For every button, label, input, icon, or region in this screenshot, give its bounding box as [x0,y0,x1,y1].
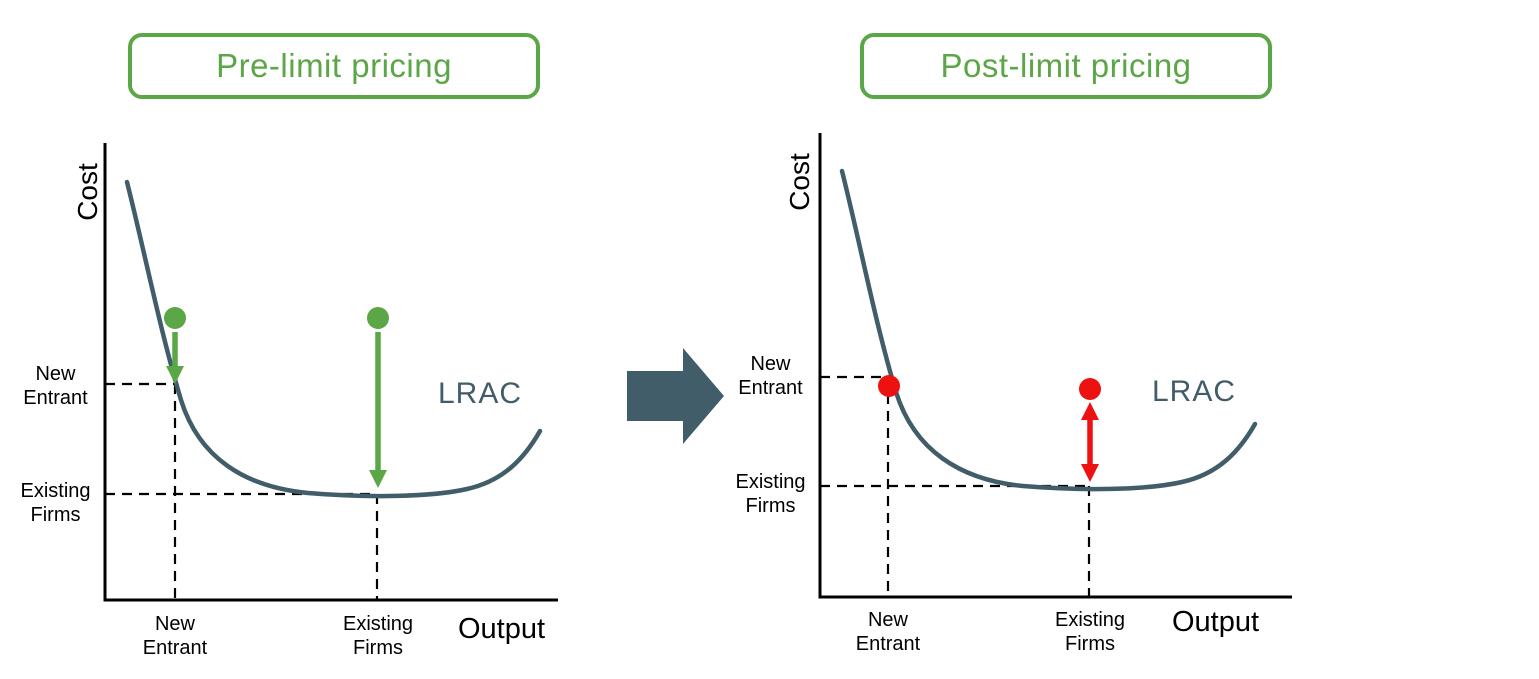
right-x-tick-new-entrant: New Entrant [855,609,921,655]
left-x-tick-new-entrant: New Entrant [142,613,208,659]
right-axes [818,133,1292,599]
transition-arrow-icon [627,348,724,444]
left-title: Pre-limit pricing [216,47,452,84]
right-cost-axis-label: Cost [784,153,815,211]
left-cost-axis-label: Cost [72,163,103,221]
left-existing-firms-arrow [369,332,387,488]
left-x-tick-existing-firms: Existing Firms [342,613,414,659]
right-output-axis-label: Output [1172,606,1260,638]
left-new-entrant-price-dot [164,307,186,329]
left-existing-firms-arrowhead-icon [369,470,387,488]
right-lrac-curve [839,168,1258,492]
right-lrac-label: LRAC [1152,375,1237,408]
left-title-box: Pre-limit pricing [128,33,540,99]
right-title-box: Post-limit pricing [860,33,1272,99]
right-profit-margin-arrow [1081,402,1099,482]
left-y-tick-existing-firms: Existing Firms [20,480,91,526]
left-y-tick-new-entrant: New Entrant [23,363,88,409]
left-lrac-label: LRAC [438,377,523,410]
left-new-entrant-arrowhead-icon [166,366,184,384]
left-axes [103,143,558,602]
right-x-tick-existing-firms: Existing Firms [1054,609,1126,655]
left-new-entrant-arrow [166,332,184,384]
right-y-tick-existing-firms: Existing Firms [735,471,806,517]
right-title: Post-limit pricing [940,47,1192,84]
right-profit-margin-arrowhead-down-icon [1081,464,1099,482]
right-existing-firms-price-dot [1079,378,1101,400]
right-profit-margin-arrowhead-up-icon [1081,402,1099,420]
right-y-tick-new-entrant: New Entrant [738,353,803,399]
right-new-entrant-price-dot [878,375,900,397]
left-existing-firms-price-dot [367,307,389,329]
left-lrac-curve [124,179,543,499]
left-output-axis-label: Output [458,613,546,645]
